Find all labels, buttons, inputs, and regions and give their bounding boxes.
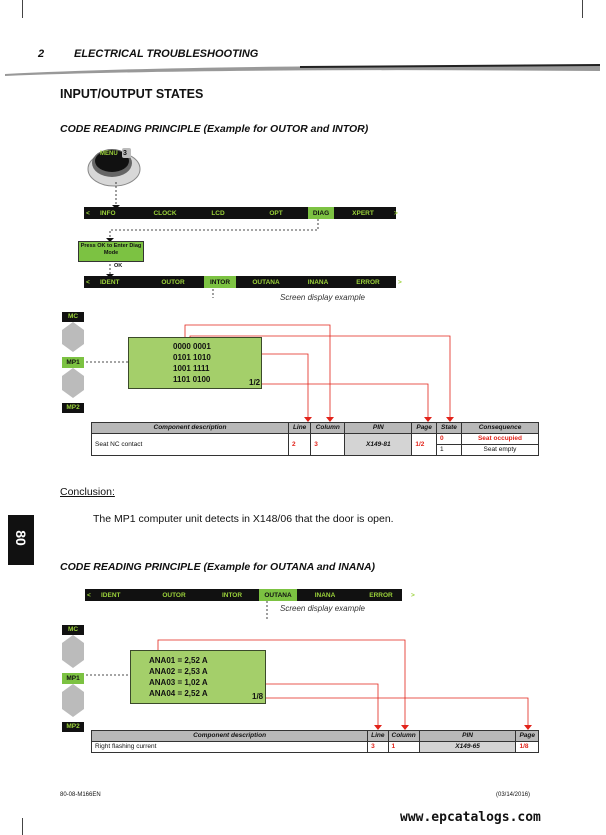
mp2-label: MP2 (62, 403, 84, 413)
bus-chevrons (62, 322, 84, 352)
footer-date: (03/14/2016) (496, 792, 531, 798)
lcd-line: 1001 1111 (173, 364, 210, 373)
mp2-label: MP2 (62, 722, 84, 732)
menu-item-diag[interactable]: DIAG (308, 207, 334, 219)
diag-right-arrow[interactable]: > (398, 278, 402, 286)
lcd-page: 1/8 (252, 692, 264, 701)
diag-item-intor[interactable]: INTOR (204, 276, 236, 288)
diag-item-ident[interactable]: IDENT (101, 591, 121, 599)
diag-item-outor[interactable]: OUTOR (161, 278, 185, 286)
diag-item-ident[interactable]: IDENT (100, 278, 120, 286)
diag-left-arrow[interactable]: < (86, 278, 90, 286)
conclusion-text: The MP1 computer unit detects in X148/06… (93, 513, 394, 525)
th-page: Page (515, 730, 539, 742)
th-line: Line (367, 730, 389, 742)
mc-label: MC (62, 625, 84, 635)
th-pin: PIN (418, 730, 517, 742)
diag-item-intor[interactable]: INTOR (221, 591, 243, 599)
cell-page: 1/8 (515, 741, 539, 753)
menu-right-arrow[interactable]: > (394, 209, 398, 217)
lcd-line: 0000 0001 (173, 342, 211, 351)
menu-button-label: MENU (100, 151, 118, 157)
screen-caption: Screen display example (280, 293, 365, 302)
diag-item-inana[interactable]: INANA (307, 278, 329, 286)
component-table: Component description Line Column PIN Pa… (91, 422, 539, 456)
cell-pin: X149-65 (418, 741, 517, 753)
mp1-label: MP1 (62, 357, 84, 368)
side-tab: 80 (8, 515, 34, 565)
menu-item-info[interactable]: INFO (100, 209, 116, 217)
diag-right-arrow[interactable]: > (411, 591, 415, 599)
section-title: INPUT/OUTPUT STATES (60, 87, 204, 101)
menu-item-xpert[interactable]: XPERT (352, 209, 374, 217)
diag-item-outana[interactable]: OUTANA (259, 589, 297, 601)
lcd-line: ANA04 = 2,52 A (149, 689, 208, 698)
mp1-label: MP1 (62, 673, 84, 684)
footer-doc-ref: 80-08-M166EN (60, 792, 101, 798)
chapter-title: ELECTRICAL TROUBLESHOOTING (74, 48, 259, 60)
part1-heading: CODE READING PRINCIPLE (Example for OUTO… (60, 123, 369, 135)
cell-line: 3 (367, 741, 389, 753)
crop-mark (582, 0, 583, 18)
cell-line: 2 (287, 433, 312, 456)
table-row: Right flashing current 3 1 X149-65 1/8 (90, 741, 539, 753)
menu-button-number: 3 (123, 150, 127, 157)
part2-heading: CODE READING PRINCIPLE (Example for OUTA… (60, 561, 376, 573)
diag-menu-bar-2: < IDENT OUTOR INTOR OUTANA INANA ERROR > (85, 589, 415, 601)
cell-column: 1 (387, 741, 420, 753)
node-column-2: MC MP1 MP2 (62, 625, 84, 732)
ok-label: OK (114, 263, 123, 269)
menu-item-lcd[interactable]: LCD (211, 209, 225, 217)
crop-mark (22, 0, 23, 18)
diag-item-outana[interactable]: OUTANA (252, 278, 280, 286)
lcd-screen-2: ANA01 = 2,52 A ANA02 = 2,53 A ANA03 = 1,… (130, 650, 266, 704)
lcd-page: 1/2 (249, 378, 261, 387)
crop-mark (22, 818, 23, 835)
bus-chevrons (62, 368, 84, 398)
diag-item-error[interactable]: ERROR (356, 278, 380, 286)
lcd-line: ANA01 = 2,52 A (149, 656, 208, 665)
main-menu-bar: < INFO CLOCK LCD OPT DIAG XPERT > (84, 207, 398, 219)
diag-left-arrow[interactable]: < (87, 591, 91, 599)
cell-state: 1 (435, 444, 463, 456)
table-row: Seat NC contact 2 3 X149-81 1/2 0 Seat o… (91, 433, 539, 456)
cell-column: 3 (310, 433, 346, 456)
diag-item-error[interactable]: ERROR (369, 591, 393, 599)
cell-pin: X149-81 (344, 433, 413, 456)
menu-left-arrow[interactable]: < (86, 209, 90, 217)
lcd-line: ANA03 = 1,02 A (149, 678, 208, 687)
conclusion-label: Conclusion: (60, 486, 115, 498)
lcd-line: 0101 1010 (173, 353, 211, 362)
lcd-line: ANA02 = 2,53 A (149, 667, 208, 676)
header-swoosh (5, 64, 601, 76)
menu-item-opt[interactable]: OPT (269, 209, 283, 217)
diag-item-inana[interactable]: INANA (314, 591, 336, 599)
lcd-line: 1101 0100 (173, 375, 211, 384)
menu-item-clock[interactable]: CLOCK (153, 209, 177, 217)
cell-description: Seat NC contact (91, 433, 289, 456)
table-row: 1 Seat empty (92, 444, 539, 456)
th-column: Column (387, 730, 420, 742)
ok-instruction-box: Press OK to Enter Diag Mode (78, 241, 144, 262)
cell-consequence: Seat empty (461, 444, 539, 456)
node-column: MC MP1 MP2 (62, 312, 84, 413)
mc-label: MC (62, 312, 84, 322)
watermark: www.epcatalogs.com (400, 810, 541, 825)
th-description: Component description (90, 730, 369, 742)
screen-caption: Screen display example (280, 604, 365, 613)
component-table-2: Component description Line Column PIN Pa… (90, 730, 539, 753)
bus-chevrons (62, 635, 84, 668)
chapter-number: 2 (38, 48, 45, 60)
bus-chevrons (62, 684, 84, 717)
menu-button-device (87, 148, 141, 187)
cell-description: Right flashing current (90, 741, 369, 753)
diag-menu-bar: < IDENT OUTOR INTOR OUTANA INANA ERROR > (84, 276, 402, 288)
lcd-screen: 0000 0001 0101 1010 1001 1111 1101 0100 (128, 337, 262, 389)
diag-item-outor[interactable]: OUTOR (162, 591, 186, 599)
